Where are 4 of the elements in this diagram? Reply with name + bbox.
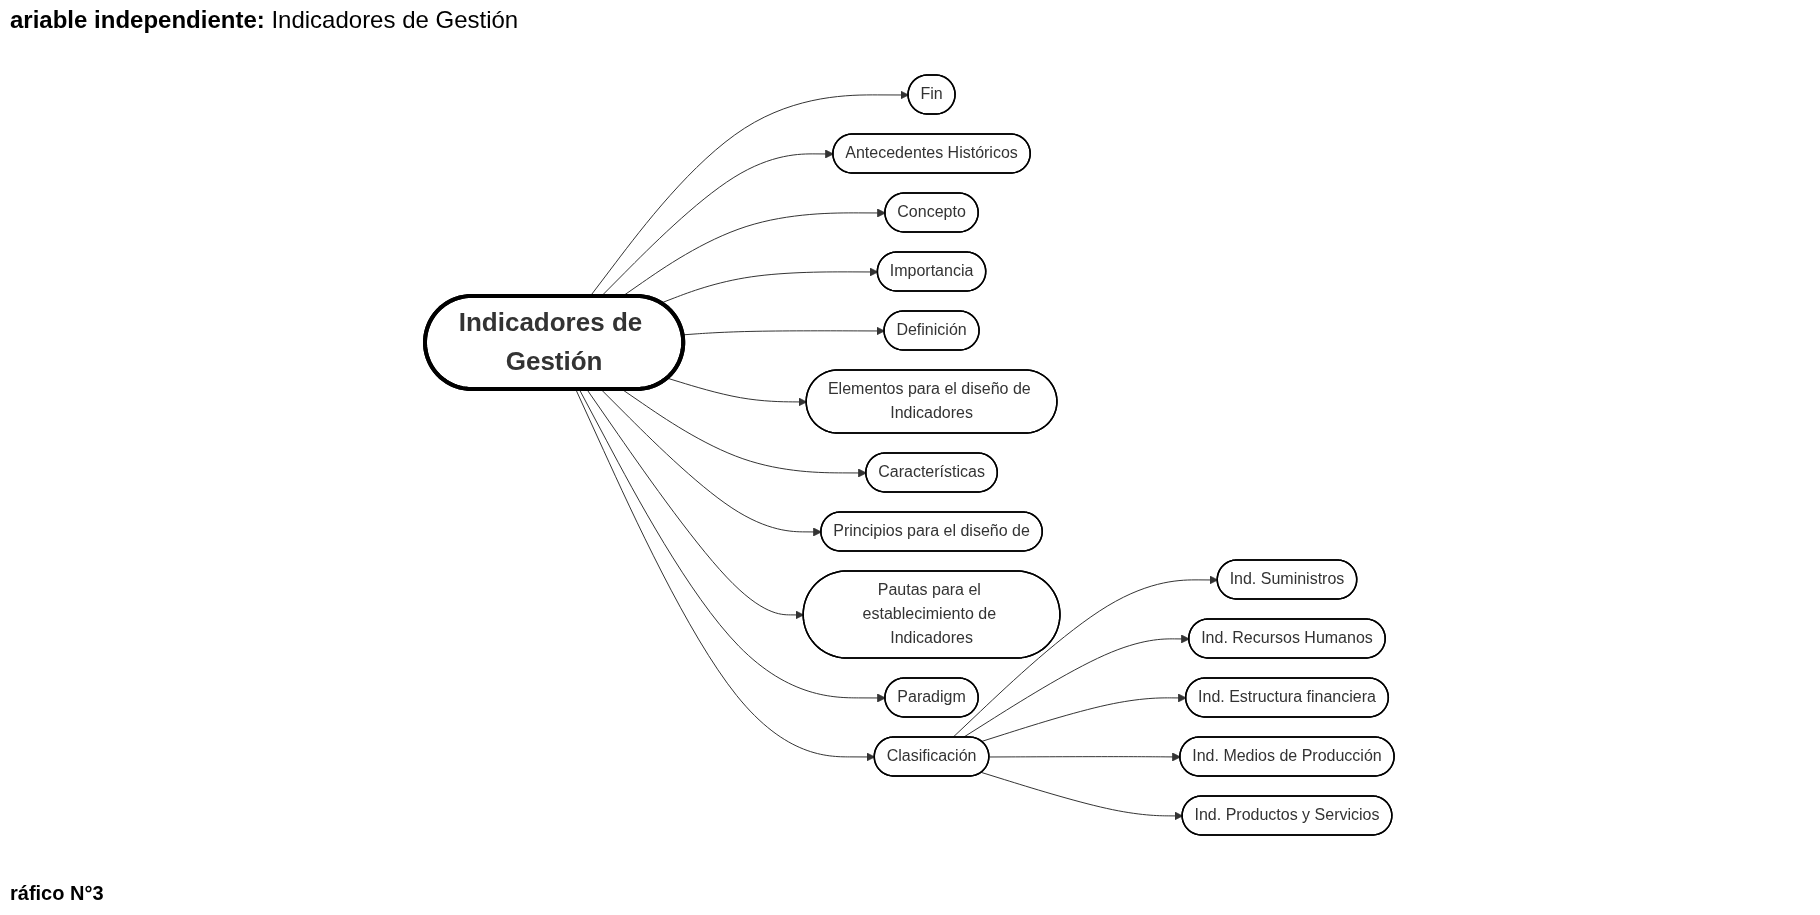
arrow [667,377,808,407]
figure-caption: ráfico N°3 [10,882,104,905]
arrow [952,575,1219,738]
diagram-title: ariable independiente: Indicadores de Gestión [10,6,519,34]
